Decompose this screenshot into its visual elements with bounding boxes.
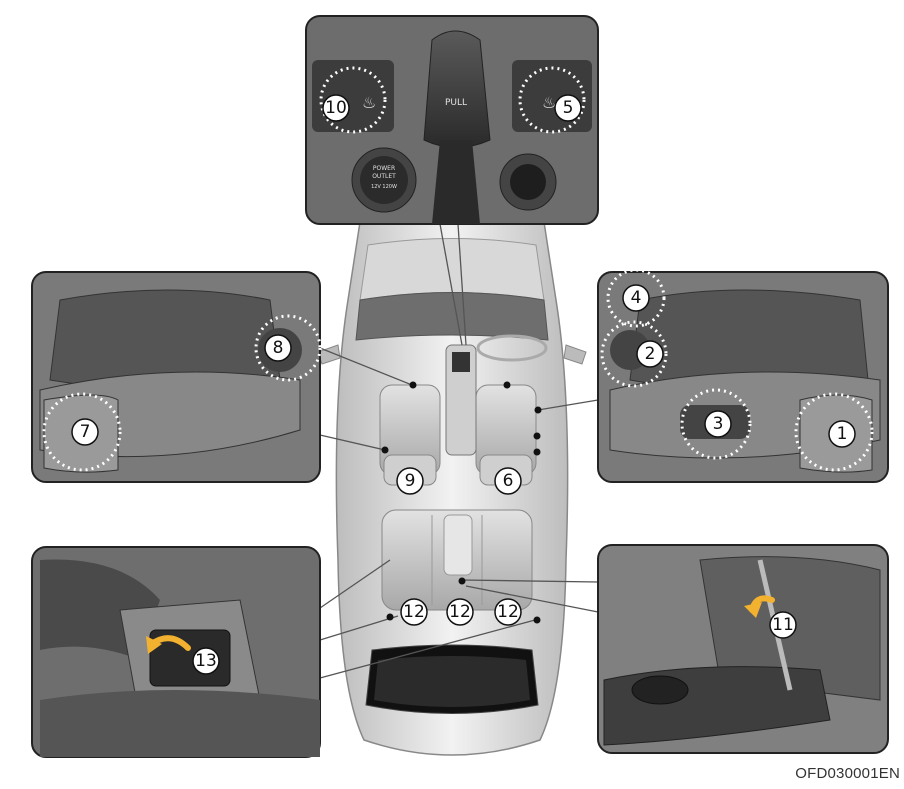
- highlight-circle: [518, 66, 586, 134]
- callouts: 10 5 8 7 4 2 3 1 9 6 12 12 12 13 11: [71, 94, 856, 675]
- svg-text:12: 12: [449, 602, 471, 622]
- callout-5: 5: [554, 94, 582, 122]
- recline-arrow-icon: [744, 595, 775, 618]
- callout-4: 4: [622, 284, 650, 312]
- callout-12-center: 12: [446, 598, 474, 626]
- callout-7: 7: [71, 418, 99, 446]
- callout-12-left: 12: [400, 598, 428, 626]
- highlight-circle: [794, 392, 874, 472]
- svg-text:9: 9: [405, 471, 416, 491]
- seatback-release-detail-panel: [31, 546, 321, 758]
- left-seat-detail-panel: [31, 271, 322, 483]
- seat-heater-icon: ♨: [362, 93, 376, 112]
- svg-text:11: 11: [772, 615, 794, 635]
- svg-text:4: 4: [631, 288, 642, 308]
- callout-10: 10: [322, 94, 350, 122]
- svg-text:♨: ♨: [542, 93, 556, 112]
- right-seat-detail-panel: [597, 268, 889, 483]
- svg-text:♨: ♨: [362, 93, 376, 112]
- svg-text:12: 12: [497, 602, 519, 622]
- marker-dots: [381, 381, 542, 624]
- svg-text:2: 2: [645, 344, 656, 364]
- outlet-label-2: OUTLET: [372, 173, 396, 180]
- figure-code: OFD030001EN: [795, 765, 900, 782]
- callout-3: 3: [704, 410, 732, 438]
- cigar-lighter: [499, 153, 557, 211]
- callout-2: 2: [636, 340, 664, 368]
- callout-8: 8: [264, 334, 292, 362]
- svg-text:10: 10: [325, 98, 347, 118]
- recline-arrow-icon: [146, 635, 191, 654]
- rear-armrest-detail-panel: [597, 544, 889, 754]
- lever-label: PULL: [445, 98, 467, 108]
- console-detail-panel: PULL POWER OUTLET 12V 120W ♨ ♨: [305, 15, 599, 225]
- svg-text:6: 6: [503, 471, 514, 491]
- svg-text:12: 12: [403, 602, 425, 622]
- callout-1: 1: [828, 420, 856, 448]
- svg-text:7: 7: [80, 422, 91, 442]
- seat-heater-icon: ♨: [542, 93, 556, 112]
- svg-text:5: 5: [563, 98, 574, 118]
- highlight-circle: [254, 314, 322, 382]
- highlight-circle: [42, 392, 122, 472]
- outlet-label-1: POWER: [373, 165, 395, 172]
- highlight-circle: [319, 66, 387, 134]
- power-outlet: POWER OUTLET 12V 120W: [351, 147, 417, 213]
- callout-11: 11: [769, 611, 797, 639]
- callout-13: 13: [192, 647, 220, 675]
- svg-text:1: 1: [837, 424, 848, 444]
- highlight-circle: [680, 388, 752, 460]
- callout-6: 6: [494, 467, 522, 495]
- callout-12-right: 12: [494, 598, 522, 626]
- callout-9: 9: [396, 467, 424, 495]
- outlet-label-3: 12V 120W: [371, 184, 397, 190]
- leader-lines: [319, 223, 599, 679]
- svg-text:3: 3: [713, 414, 724, 434]
- svg-text:8: 8: [273, 338, 284, 358]
- highlight-circle: [600, 320, 668, 388]
- highlight-circle: [606, 268, 666, 328]
- svg-text:13: 13: [195, 651, 217, 671]
